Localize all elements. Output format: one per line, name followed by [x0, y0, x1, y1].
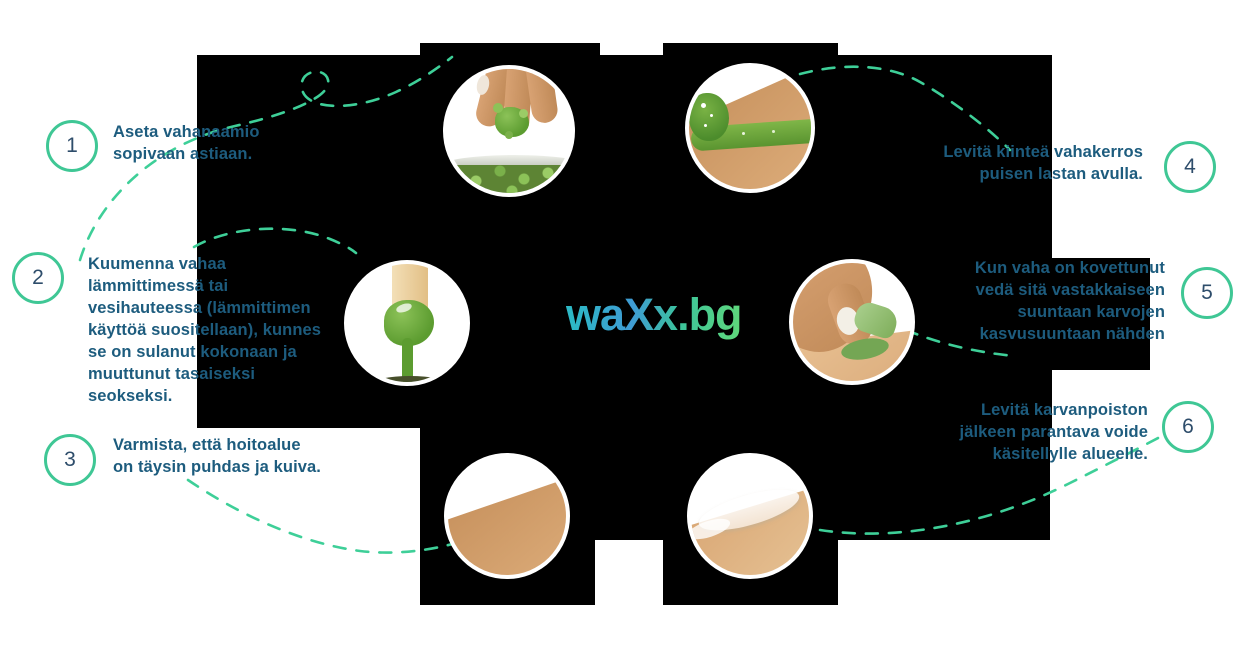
pot-rim: [447, 155, 571, 167]
step-1-badge: 1: [46, 120, 98, 172]
connector-bottom-left-arc: [186, 478, 458, 554]
wax-pool: [372, 376, 448, 382]
photo-apply-cream-icon: [687, 453, 813, 579]
step-3-text: Varmista, että hoitoalue on täysin puhda…: [113, 436, 321, 476]
step-3-number: 3: [64, 448, 76, 471]
wax-glints: [701, 103, 706, 108]
bare-skin: [448, 470, 566, 575]
pot-beads: [447, 165, 571, 193]
brand-logo: waXx.bg: [566, 289, 756, 341]
step-5-number: 5: [1201, 281, 1213, 304]
connector-mid-right: [904, 328, 1016, 358]
step-6-badge: 6: [1162, 401, 1214, 453]
step-6-number: 6: [1182, 415, 1194, 438]
backdrop-right-mid: [1052, 258, 1150, 370]
connector-bottom-right-arc: [818, 422, 1186, 535]
connector-top-right-arc: [798, 65, 1012, 152]
wax-bead: [505, 131, 513, 139]
step-3-badge: 3: [44, 434, 96, 486]
step-2-number: 2: [32, 266, 44, 289]
wax-drip: [402, 338, 413, 382]
wax-fold: [689, 93, 729, 141]
step-2-badge: 2: [12, 252, 64, 304]
step-4-badge: 4: [1164, 141, 1216, 193]
wax-bead: [493, 103, 503, 113]
step-5-text: Kun vaha on kovettunut vedä sitä vastakk…: [974, 259, 1165, 343]
step-2-text: Kuumenna vahaa lämmittimessä tai vesihau…: [88, 255, 322, 405]
step-1-text: Aseta vahanaamio sopivaan astiaan.: [113, 123, 260, 163]
step-4-number: 4: [1184, 155, 1196, 178]
connector-loop-top-left: [78, 55, 454, 262]
backdrop-bottom-right: [595, 428, 1050, 540]
wax-bead: [519, 109, 528, 118]
step-4-text: Levitä kiinteä vahakerros puisen lastan …: [943, 143, 1143, 183]
step-1-number: 1: [66, 134, 78, 157]
connector-step2-arc: [192, 227, 358, 255]
photo-melted-wax-icon: [344, 260, 470, 386]
photo-pull-strip-icon: [789, 259, 915, 385]
photo-apply-strip-icon: [685, 63, 815, 193]
photo-clean-skin-icon: [444, 453, 570, 579]
step-5-badge: 5: [1181, 267, 1233, 319]
step-6-text: Levitä karvanpoiston jälkeen parantava v…: [959, 401, 1148, 463]
photo-wax-beads-icon: [443, 65, 575, 197]
